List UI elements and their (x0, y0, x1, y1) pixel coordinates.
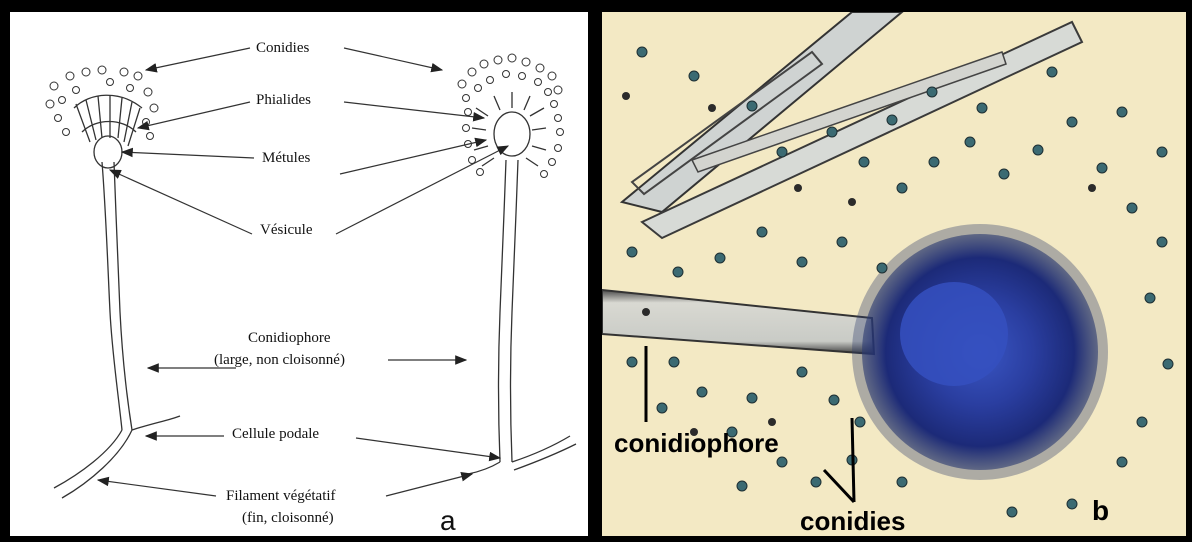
label-filament-line1: Filament végétatif (226, 488, 336, 504)
panel-letter-b: b (1092, 495, 1109, 526)
panel-b-micrograph: conidiophore conidies b (600, 10, 1188, 538)
label-filament-line2: (fin, cloisonné) (242, 510, 334, 526)
left-aspergillus-drawing (54, 95, 180, 498)
panel-a-schematic: Conidies Phialides Métules Vésicule Coni… (8, 10, 590, 538)
conidial-head (852, 224, 1108, 480)
vesicle (900, 282, 1008, 386)
right-conidia (458, 54, 564, 178)
label-conidies-micro: conidies (800, 506, 905, 536)
label-cellule-podale: Cellule podale (232, 426, 319, 442)
label-vesicule: Vésicule (260, 222, 313, 238)
label-phialides: Phialides (256, 92, 311, 108)
label-metules: Métules (262, 150, 310, 166)
schematic-drawing: Conidies Phialides Métules Vésicule Coni… (10, 12, 590, 538)
micrograph-image: conidiophore conidies b (602, 12, 1188, 538)
left-conidia (46, 66, 158, 140)
label-conidiophore-line1: Conidiophore (248, 330, 331, 346)
label-conidiophore: conidiophore (614, 428, 779, 458)
label-conidies: Conidies (256, 40, 309, 56)
panel-letter-a: a (440, 505, 456, 536)
label-conidiophore-line2: (large, non cloisonné) (214, 352, 345, 368)
